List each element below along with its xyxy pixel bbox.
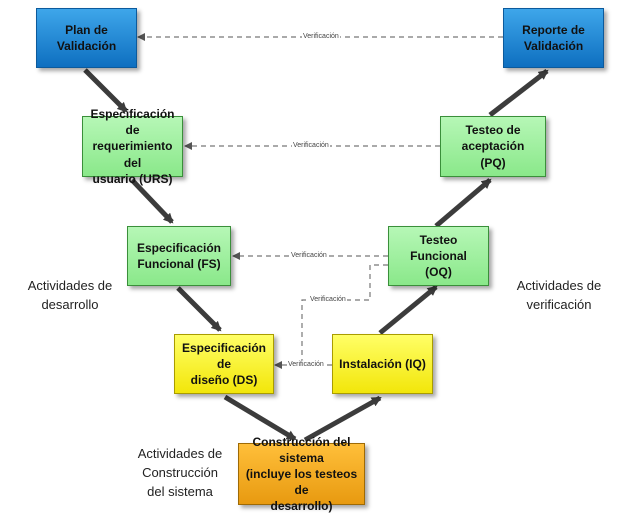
reporte-de-validacion-box: Reporte de Validación [503,8,604,68]
ds-text: Especificación de diseño (DS) [181,340,267,388]
iq-text: Instalación (IQ) [339,356,426,371]
urs-box: Especificación de requerimiento del usua… [82,107,183,186]
label-actividades-desarrollo: Actividades de desarrollo [27,278,113,312]
verification-label-fs-oq: Verificación [290,251,328,260]
arrow-oq-to-pq [434,178,492,228]
oq-text: Testeo Funcional (OQ) [410,232,467,280]
label-actividades-verificacion: Actividades de verificación [516,278,602,312]
arrow-ds-to-construccion [223,394,297,442]
pq-text: Testeo de aceptación (PQ) [461,123,525,170]
arrow-pq-to-reporte [488,69,549,117]
plan-de-validacion-box: Plan de Validación [36,8,137,68]
arrow-plan-to-urs [83,68,128,113]
oq-box: Testeo Funcional (OQ) [388,226,489,286]
fs-box: Especificación Funcional (FS) [127,226,231,286]
label-actividades-construccion: Actividades de Construcción del sistema [137,446,223,499]
iq-box: Instalación (IQ) [332,334,433,394]
ds-box: Especificación de diseño (DS) [174,334,274,394]
arrow-construccion-to-iq [303,395,382,443]
verification-label-ds-oq: Verificación [309,295,347,304]
arrow-iq-to-oq [378,285,438,335]
verification-label-top: Verificación [302,32,340,41]
verification-label-ds-iq: Verificación [287,360,325,369]
verification-label-urs-pq: Verificación [292,141,330,150]
construccion-text: Construcción del sistema (incluye los te… [245,434,358,514]
fs-text: Especificación Funcional (FS) [136,240,222,271]
plan-de-validacion-text: Plan de Validación [56,22,117,53]
arrow-urs-to-fs [130,178,174,224]
dashed-oq-to-ds [301,264,388,364]
construccion-box: Construcción del sistema (incluye los te… [238,435,365,513]
reporte-de-validacion-text: Reporte de Validación [522,22,585,53]
arrow-fs-to-ds [176,286,222,332]
pq-box: Testeo de aceptación (PQ) [440,116,546,177]
urs-text: Especificación de requerimiento del usua… [90,107,175,186]
